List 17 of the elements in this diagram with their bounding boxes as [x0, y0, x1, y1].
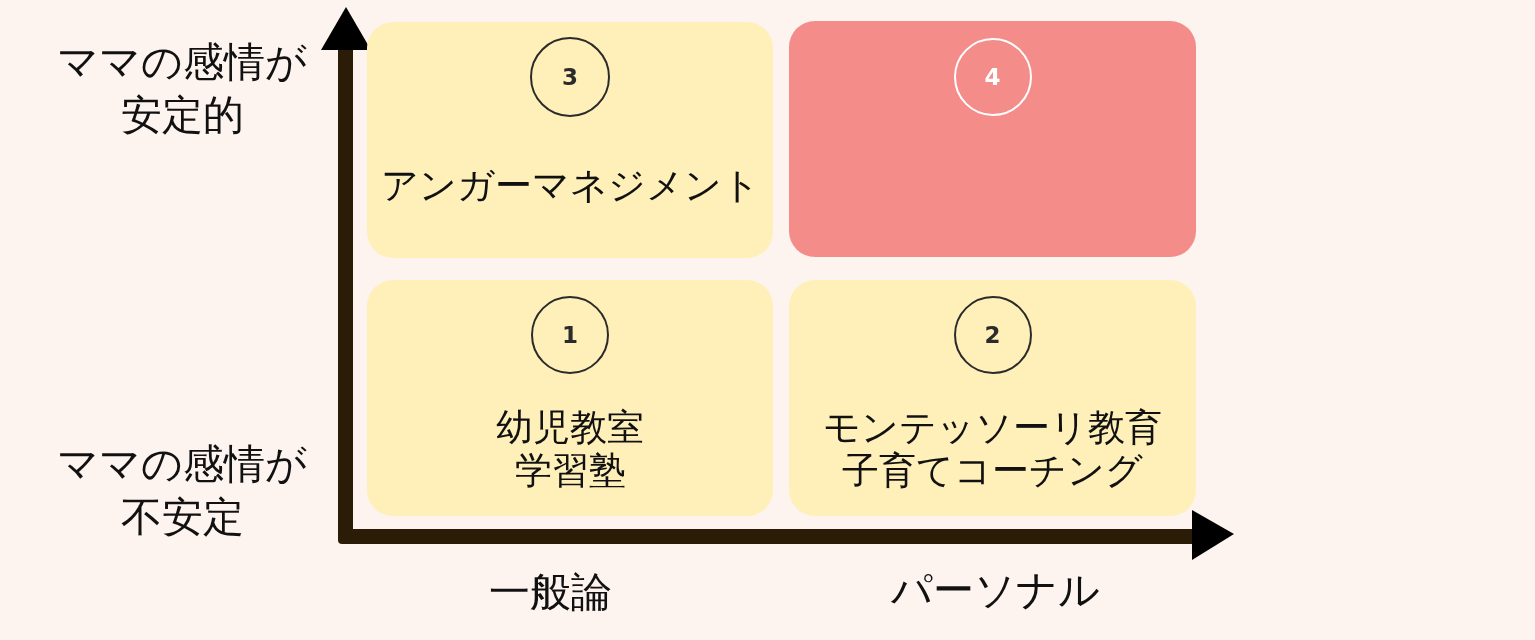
quadrant-label: アンガーマネジメント	[380, 164, 760, 207]
number-circle: 4	[953, 38, 1032, 116]
quadrant-card	[367, 280, 773, 516]
quadrant-card	[367, 22, 773, 258]
number-circle: 2	[953, 296, 1032, 374]
number-circle: 1	[531, 296, 609, 374]
axis-label: 一般論	[488, 567, 612, 618]
axis-label: ママの感情が不安定	[56, 439, 308, 543]
quadrant-card	[789, 280, 1196, 516]
quadrant-label: 学習塾	[514, 449, 626, 492]
quadrant-label: 子育てコーチング	[842, 449, 1143, 492]
quadrant-card	[789, 21, 1196, 257]
quadrant-label: モンテッソーリ教育	[823, 406, 1162, 449]
number-circle: 3	[530, 37, 610, 117]
axis-label: ママの感情が安定的	[56, 37, 308, 141]
quadrant-label: 幼児教室	[496, 406, 644, 449]
axis-label: パーソナル	[890, 565, 1100, 616]
